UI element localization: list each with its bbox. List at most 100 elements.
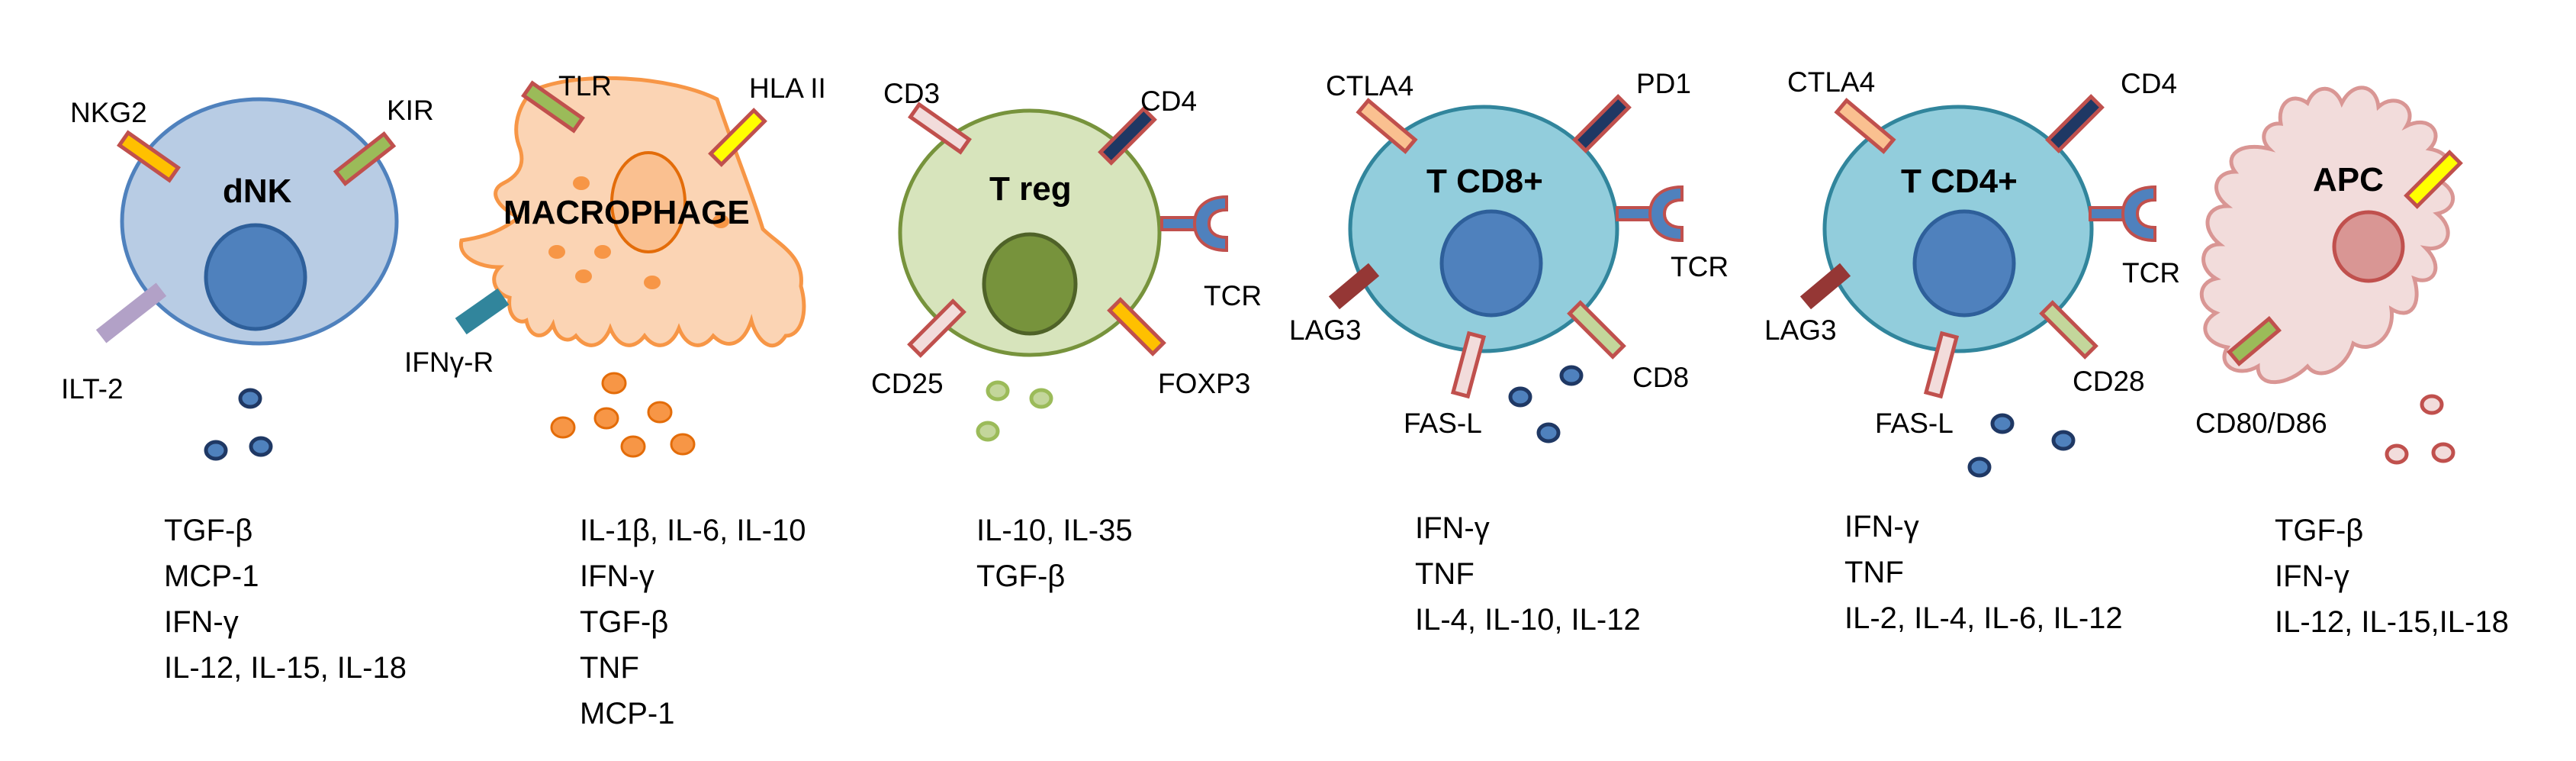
dnk-granule <box>249 436 273 457</box>
tcd8-granule <box>1508 386 1532 408</box>
apc-granules <box>2385 394 2455 465</box>
vesicle <box>575 269 592 283</box>
hla2-receptor <box>708 108 767 167</box>
ctla4-label: CTLA4 <box>1326 70 1413 102</box>
cd4-label: CD4 <box>2121 68 2177 99</box>
cd4-receptor <box>1098 106 1157 166</box>
treg-nucleus <box>982 232 1078 336</box>
tcd4-granule <box>1990 413 2015 434</box>
treg-granule <box>986 380 1010 401</box>
tcd4-granule <box>1967 456 1992 478</box>
ctla4-receptor <box>1834 98 1896 154</box>
dnk-secreted-list: TGF-β MCP-1 IFN-γ IL-12, IL-15, IL-18 <box>164 514 407 685</box>
tcr-label: TCR <box>2122 257 2180 289</box>
tcd4-nucleus <box>1912 209 2016 318</box>
secreted-item: IFN-γ <box>1844 510 1919 543</box>
tcr-label: TCR <box>1204 280 1262 311</box>
secreted-item: IFN-γ <box>1415 511 1490 545</box>
apc-nucleus <box>2332 210 2405 283</box>
treg-cell-title: T reg <box>989 170 1072 208</box>
lag3-label: LAG3 <box>1764 314 1837 346</box>
secreted-item: MCP-1 <box>164 559 259 593</box>
tcd8-tcr <box>1616 185 1684 243</box>
tcr-stalk <box>1160 216 1198 231</box>
pd1-label: PD1 <box>1636 68 1691 99</box>
nkg2-label: NKG2 <box>70 97 147 128</box>
cd80-cd86-receptor <box>2227 315 2282 367</box>
tcd8-secreted-list: IFN-γ TNF IL-4, IL-10, IL-12 <box>1415 511 1641 637</box>
apc-granule <box>2385 443 2409 465</box>
secreted-item: IL-10, IL-35 <box>976 514 1133 547</box>
tlr-label: TLR <box>558 70 612 102</box>
cd25-label: CD25 <box>871 368 944 399</box>
macrophage-granule <box>550 416 576 439</box>
ilt2-label: ILT-2 <box>61 373 124 405</box>
apc-cell: APC CD80/D86 TGF-β IFN-γ IL-12, IL-15,IL… <box>2195 85 2509 639</box>
treg-tcr <box>1160 195 1228 253</box>
dnk-granule <box>204 440 228 461</box>
vesicle <box>594 245 611 259</box>
apc-granule <box>2420 394 2444 415</box>
treg-granule <box>1029 388 1053 409</box>
apc-granule <box>2431 442 2455 463</box>
cd8-label: CD8 <box>1632 362 1689 393</box>
lag3-label: LAG3 <box>1289 314 1362 346</box>
ifngr-label: IFNγ-R <box>404 347 494 378</box>
treg-cell: T reg CD3 CD4 TCR CD25 FOXP3 IL-10, IL-3… <box>871 78 1262 593</box>
dnk-nucleus <box>204 223 307 331</box>
macrophage-granules <box>550 372 696 458</box>
lag3-receptor <box>1328 263 1380 310</box>
apc-receptor-yellow <box>2404 150 2463 209</box>
dnk-cell-title: dNK <box>223 173 292 210</box>
dnk-cell: dNK NKG2 KIR ILT-2 TGF-β MCP-1 IFN-γ IL-… <box>61 95 434 685</box>
secreted-item: IFN-γ <box>164 605 239 639</box>
macrophage-granule <box>647 401 673 424</box>
tcd8-granules <box>1508 365 1584 443</box>
treg-secreted-list: IL-10, IL-35 TGF-β <box>976 514 1133 593</box>
secreted-item: TNF <box>580 651 639 685</box>
vesicle <box>573 176 590 190</box>
macrophage-granule <box>593 407 619 430</box>
fasl-label: FAS-L <box>1404 408 1482 439</box>
ilt2-receptor <box>95 282 167 343</box>
foxp3-receptor <box>1107 297 1166 356</box>
secreted-item: IL-12, IL-15, IL-18 <box>164 651 407 685</box>
nkg2-receptor <box>117 130 181 183</box>
macrophage-cell: MACROPHAGE TLR HLA II IFNγ-R IL-1β, IL-6… <box>404 70 826 730</box>
cd4-receptor <box>2045 94 2105 153</box>
tcd8-cell: T CD8+ CTLA4 PD1 TCR LAG3 FAS-L CD8 IFN-… <box>1289 68 1729 637</box>
tcd8-nucleus <box>1439 209 1543 318</box>
macrophage-cell-title: MACROPHAGE <box>503 194 750 231</box>
secreted-item: IL-1β, IL-6, IL-10 <box>580 514 806 547</box>
vesicle <box>712 214 729 228</box>
tcr-label: TCR <box>1671 251 1729 282</box>
ifngr-receptor <box>455 288 510 335</box>
secreted-item: TGF-β <box>976 559 1065 593</box>
macrophage-granule <box>620 435 646 458</box>
dnk-cell-body <box>120 97 399 346</box>
treg-granules <box>976 380 1053 442</box>
fasl-receptor <box>1923 331 1960 399</box>
cd28-label: CD28 <box>2073 366 2145 397</box>
tlr-receptor <box>521 80 585 134</box>
apc-secreted-list: TGF-β IFN-γ IL-12, IL-15,IL-18 <box>2275 514 2509 639</box>
pd1-receptor <box>1572 94 1632 153</box>
secreted-item: MCP-1 <box>580 697 674 730</box>
cd4-label: CD4 <box>1140 85 1197 117</box>
cd3-label: CD3 <box>883 78 940 109</box>
ctla4-label: CTLA4 <box>1787 66 1875 98</box>
apc-cell-title: APC <box>2313 161 2384 198</box>
secreted-item: TGF-β <box>2275 514 2363 547</box>
tcd4-granule <box>2051 430 2076 451</box>
fasl-label: FAS-L <box>1875 408 1954 439</box>
secreted-item: TGF-β <box>580 605 668 639</box>
secreted-item: IL-4, IL-10, IL-12 <box>1415 603 1641 637</box>
macrophage-vesicles <box>548 176 729 289</box>
ctla4-receptor <box>1356 98 1418 154</box>
cd28-receptor <box>2039 300 2098 360</box>
cd80-cd86-label: CD80/D86 <box>2195 408 2327 439</box>
tcd8-cell-title: T CD8+ <box>1426 163 1543 200</box>
kir-receptor <box>333 131 397 187</box>
secreted-item: IL-2, IL-4, IL-6, IL-12 <box>1844 601 2123 635</box>
